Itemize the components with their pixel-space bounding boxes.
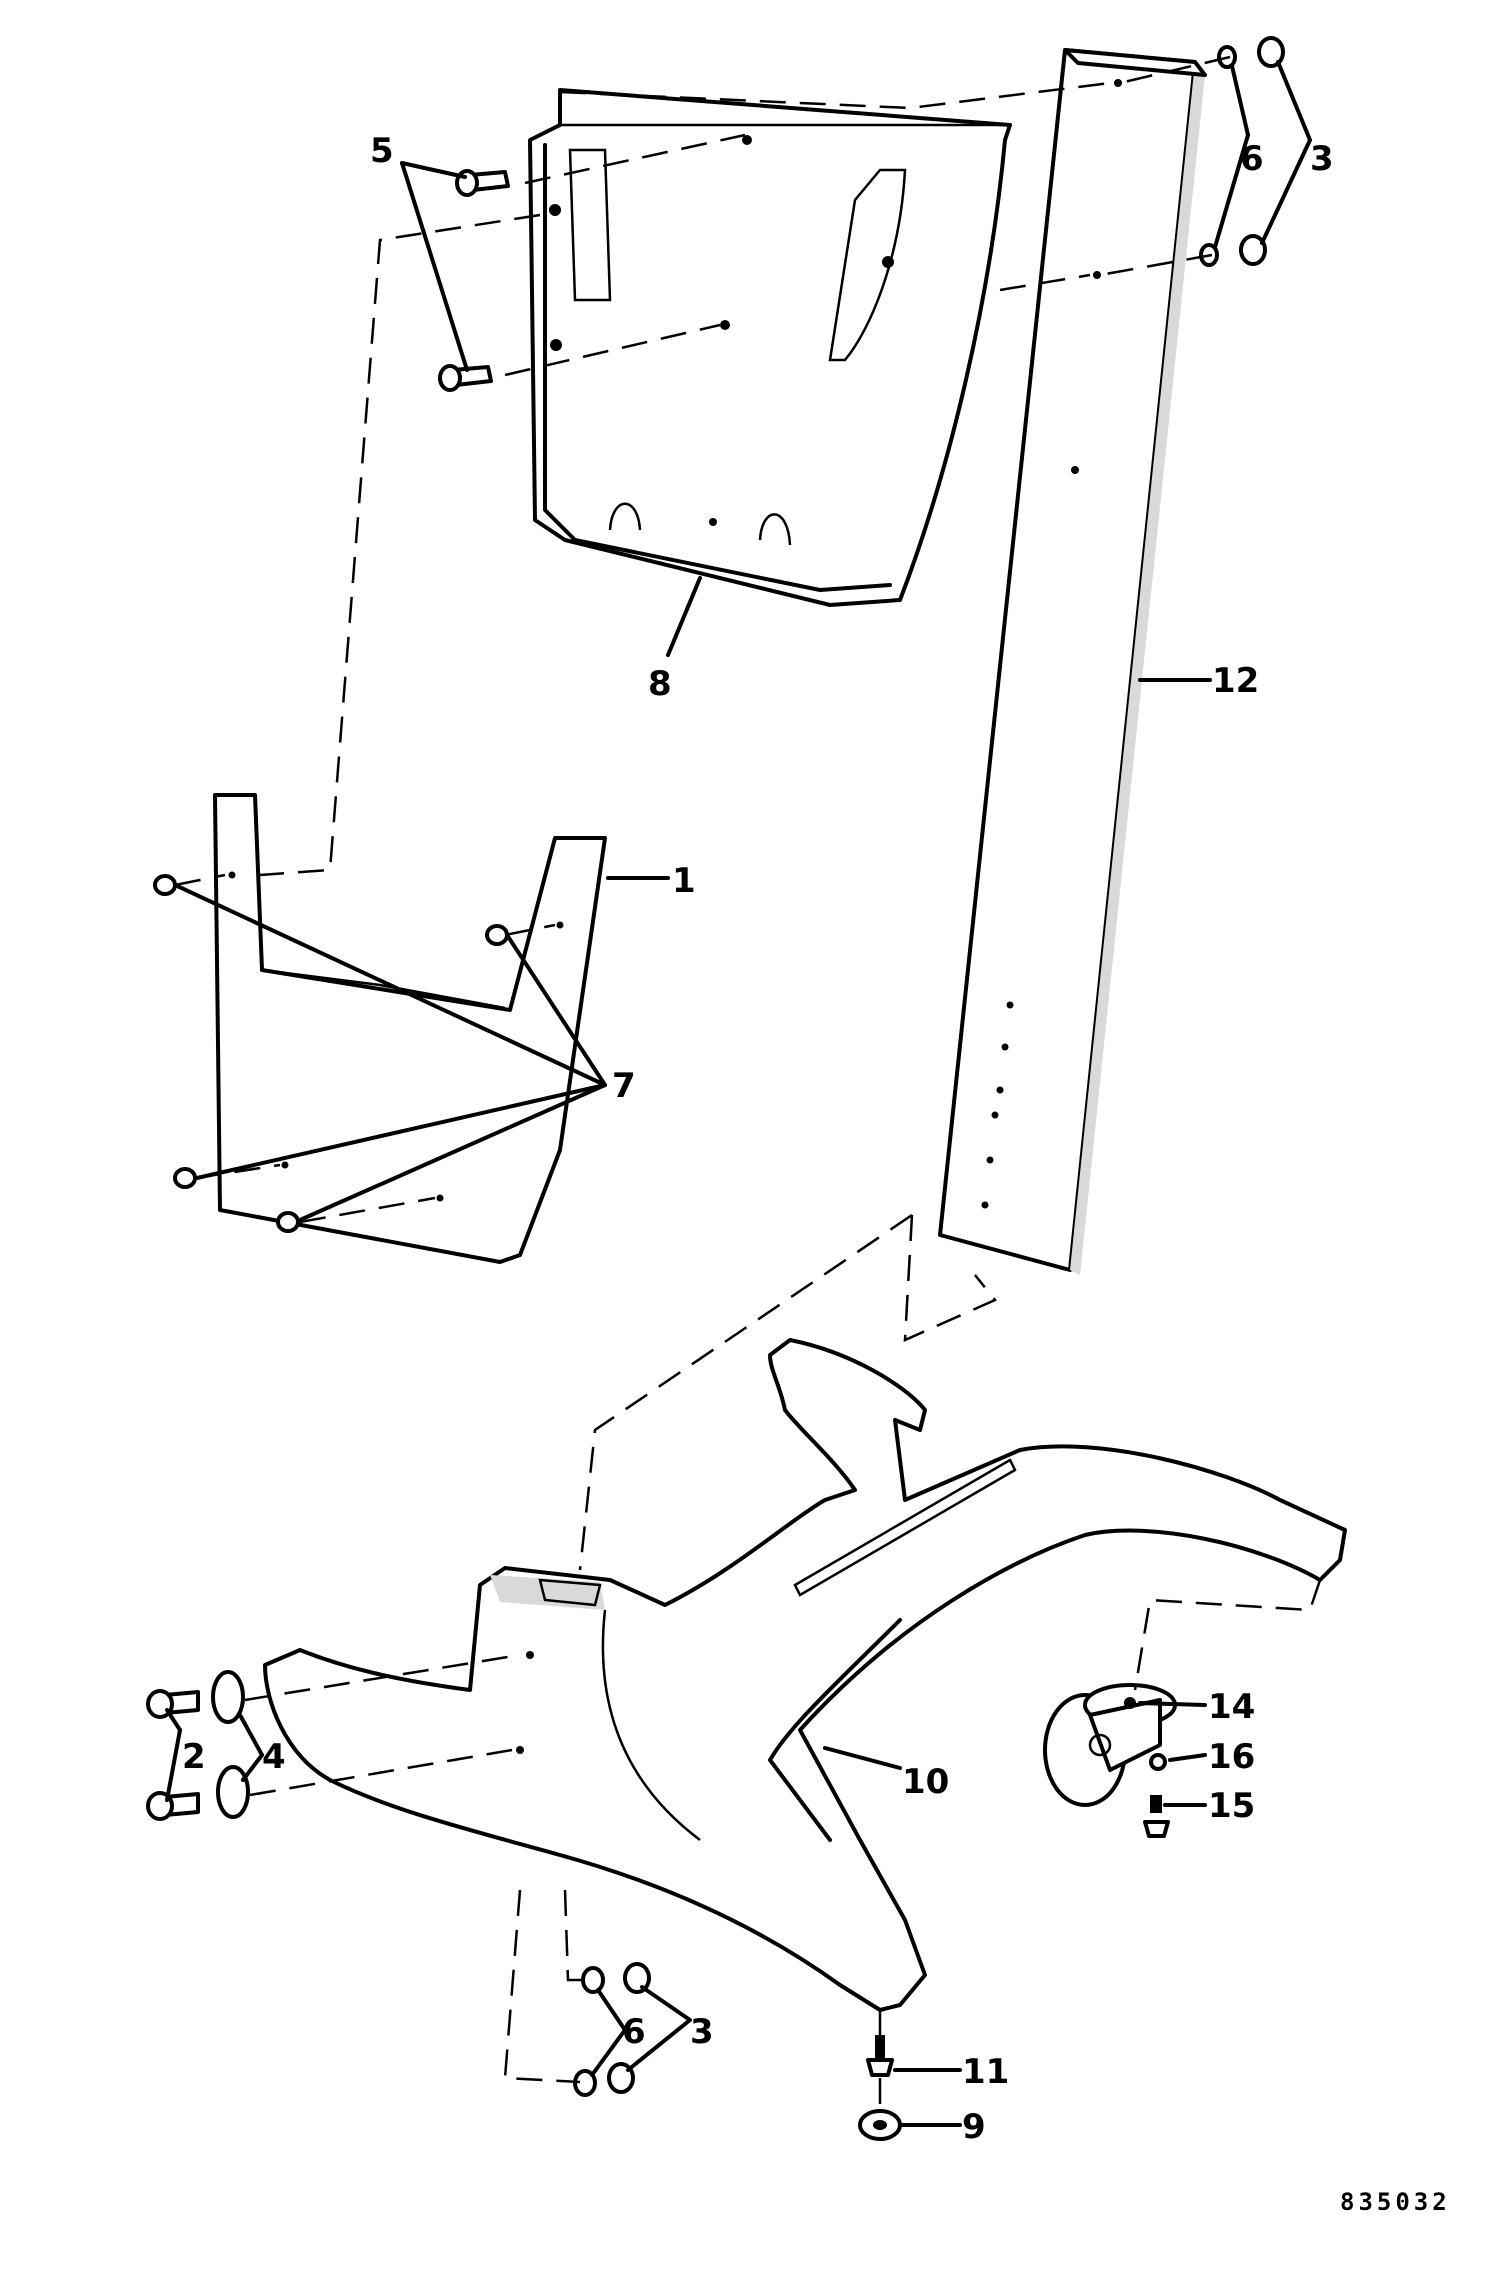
panel-part-1 (213, 793, 607, 1264)
base-part-10 (263, 1338, 1347, 2012)
bracket-part-8 (528, 88, 1012, 607)
screws-part-7 (153, 874, 509, 1233)
callout-11: 11 (962, 2052, 1009, 2092)
callout-10: 10 (902, 1762, 949, 1802)
callout-5: 5 (370, 131, 394, 171)
washers-nuts-bottom (573, 1962, 651, 2097)
callout-15: 15 (1208, 1786, 1255, 1826)
callout-12: 12 (1212, 661, 1259, 701)
screws-part-5 (438, 169, 510, 392)
washers-nuts-top (1199, 36, 1285, 267)
callout-3-top: 3 (1310, 139, 1334, 179)
callout-9: 9 (962, 2107, 986, 2147)
callout-3-bottom: 3 (690, 2012, 714, 2052)
washers-part-4 (211, 1670, 250, 1819)
callout-1: 1 (672, 861, 696, 901)
drawing-number: 835032 (1340, 2188, 1451, 2216)
callout-labels: 5 6 3 8 12 1 7 2 4 10 14 16 15 6 3 11 9 … (182, 131, 1451, 2216)
callout-6-top: 6 (1240, 139, 1264, 179)
callout-2: 2 (182, 1737, 206, 1777)
caster-part-14 (1043, 1683, 1177, 1838)
callout-7: 7 (612, 1066, 636, 1106)
column-part-12 (938, 48, 1207, 1275)
callout-8: 8 (648, 664, 672, 704)
callout-14: 14 (1208, 1687, 1255, 1727)
callout-4: 4 (262, 1737, 286, 1777)
callout-16: 16 (1208, 1737, 1255, 1777)
callout-6-bottom: 6 (622, 2012, 646, 2052)
leader-lines (165, 60, 1312, 2127)
